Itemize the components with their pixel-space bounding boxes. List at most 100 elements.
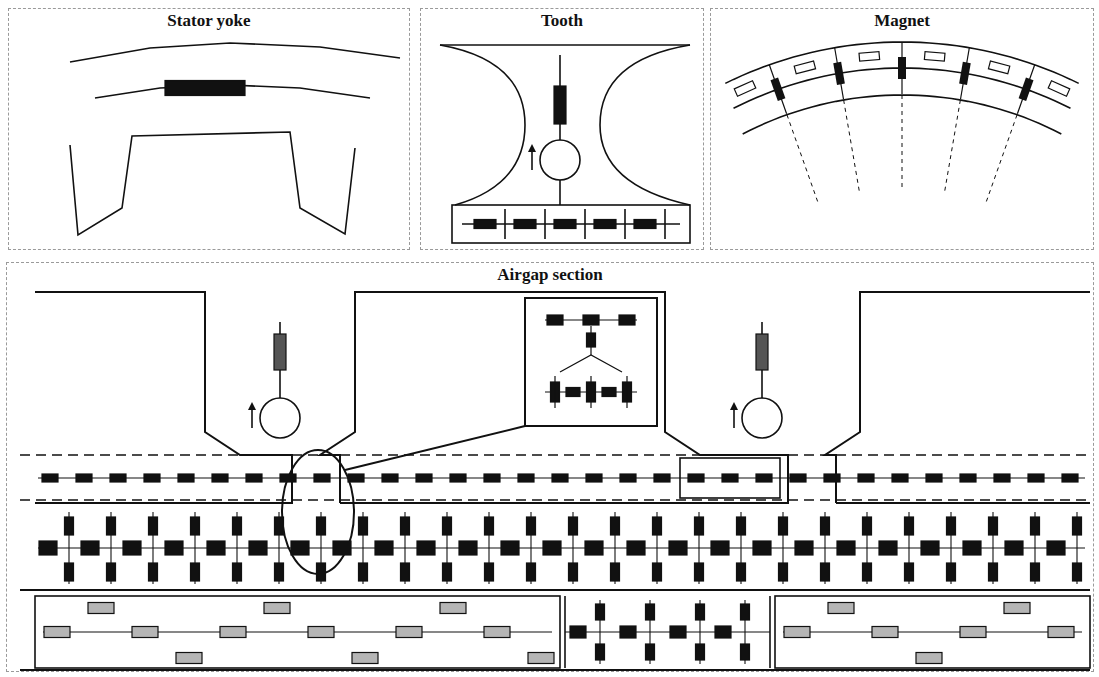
reluctance-symbol [44, 627, 70, 638]
reluctance-symbol [863, 517, 872, 535]
zoom-box [525, 298, 657, 426]
reluctance-symbol [275, 563, 284, 581]
reluctance-symbol [715, 626, 731, 638]
reluctance-symbol [587, 333, 596, 347]
reluctance-symbol [440, 603, 466, 614]
reluctance-symbol [88, 603, 114, 614]
reluctance-symbol [646, 604, 655, 620]
section-panel: Magnet [710, 8, 1094, 250]
reluctance-symbol [695, 563, 704, 581]
reluctance-symbol [375, 541, 393, 555]
section-title: Magnet [868, 11, 936, 31]
reluctance-symbol [274, 334, 286, 370]
reluctance-symbol [401, 563, 410, 581]
reluctance-symbol [654, 474, 670, 482]
reluctance-symbol [960, 474, 976, 482]
reluctance-symbol [450, 474, 466, 482]
reluctance-symbol [359, 563, 368, 581]
reluctance-symbol [905, 563, 914, 581]
reluctance-symbol [989, 563, 998, 581]
reluctance-symbol [670, 626, 686, 638]
reluctance-symbol [859, 52, 880, 62]
reluctance-symbol [586, 474, 602, 482]
reluctance-symbol [443, 517, 452, 535]
reluctance-symbol [554, 220, 576, 229]
reluctance-symbol [583, 315, 599, 325]
section-title: Stator yoke [161, 11, 256, 31]
wire [624, 209, 626, 239]
reluctance-symbol [212, 474, 228, 482]
tooth-outline [440, 45, 690, 205]
tooth-tip [452, 205, 690, 243]
reluctance-symbol [207, 541, 225, 555]
reluctance-symbol [696, 604, 705, 620]
reluctance-symbol [416, 474, 432, 482]
stator-outline [825, 292, 1090, 503]
wire [504, 209, 506, 239]
mmf-source [260, 398, 300, 438]
reluctance-symbol [149, 517, 158, 535]
reluctance-symbol [737, 517, 746, 535]
reluctance-symbol [317, 563, 326, 581]
reluctance-symbol [988, 61, 1009, 74]
reluctance-symbol [619, 315, 635, 325]
reluctance-symbol [1048, 627, 1074, 638]
reluctance-symbol [653, 517, 662, 535]
section-panel: Airgap section [6, 262, 1094, 672]
reluctance-symbol [249, 541, 267, 555]
reluctance-symbol [960, 627, 986, 638]
reluctance-symbol [1019, 78, 1034, 101]
reluctance-symbol [176, 653, 202, 664]
section-panel: Tooth [420, 8, 704, 250]
reluctance-symbol [921, 541, 939, 555]
reluctance-symbol [594, 220, 616, 229]
wire [769, 65, 786, 114]
reluctance-symbol [688, 474, 704, 482]
reluctance-symbol [779, 517, 788, 535]
reluctance-symbol [220, 627, 246, 638]
reluctance-symbol [396, 627, 422, 638]
reluctance-symbol [484, 627, 510, 638]
reluctance-symbol [514, 220, 536, 229]
reluctance-symbol [518, 474, 534, 482]
reluctance-symbol [741, 644, 750, 660]
reluctance-symbol [963, 541, 981, 555]
reluctance-symbol [1028, 474, 1044, 482]
reluctance-symbol [596, 604, 605, 620]
reluctance-symbol [1073, 517, 1082, 535]
reluctance-symbol [528, 653, 554, 664]
wire [564, 596, 566, 668]
reluctance-symbol [737, 563, 746, 581]
reluctance-symbol [779, 563, 788, 581]
reluctance-symbol [233, 563, 242, 581]
zoom-ellipse [282, 450, 354, 574]
reluctance-symbol [620, 474, 636, 482]
pole-line [944, 100, 960, 194]
wire [565, 631, 770, 632]
stator-outline [836, 502, 1090, 504]
reluctance-symbol [926, 474, 942, 482]
reluctance-symbol [459, 541, 477, 555]
wire [664, 209, 666, 239]
wire [554, 376, 555, 408]
reluctance-symbol [280, 474, 296, 482]
reluctance-symbol [107, 563, 116, 581]
reluctance-symbol [858, 474, 874, 482]
reluctance-symbol [291, 541, 309, 555]
reluctance-symbol [711, 541, 729, 555]
reluctance-symbol [246, 474, 262, 482]
reluctance-symbol [753, 541, 771, 555]
stator-outline [320, 292, 788, 503]
reluctance-symbol [275, 517, 284, 535]
reluctance-symbol [634, 220, 656, 229]
mmf-source [742, 398, 782, 438]
reluctance-symbol [824, 474, 840, 482]
reluctance-symbol [1004, 603, 1030, 614]
reluctance-symbol [1062, 474, 1078, 482]
drawing [20, 42, 1090, 670]
reluctance-symbol [308, 627, 334, 638]
reluctance-symbol [924, 52, 945, 62]
wire [584, 209, 586, 239]
reluctance-symbol [569, 517, 578, 535]
reluctance-symbol [1048, 81, 1070, 96]
